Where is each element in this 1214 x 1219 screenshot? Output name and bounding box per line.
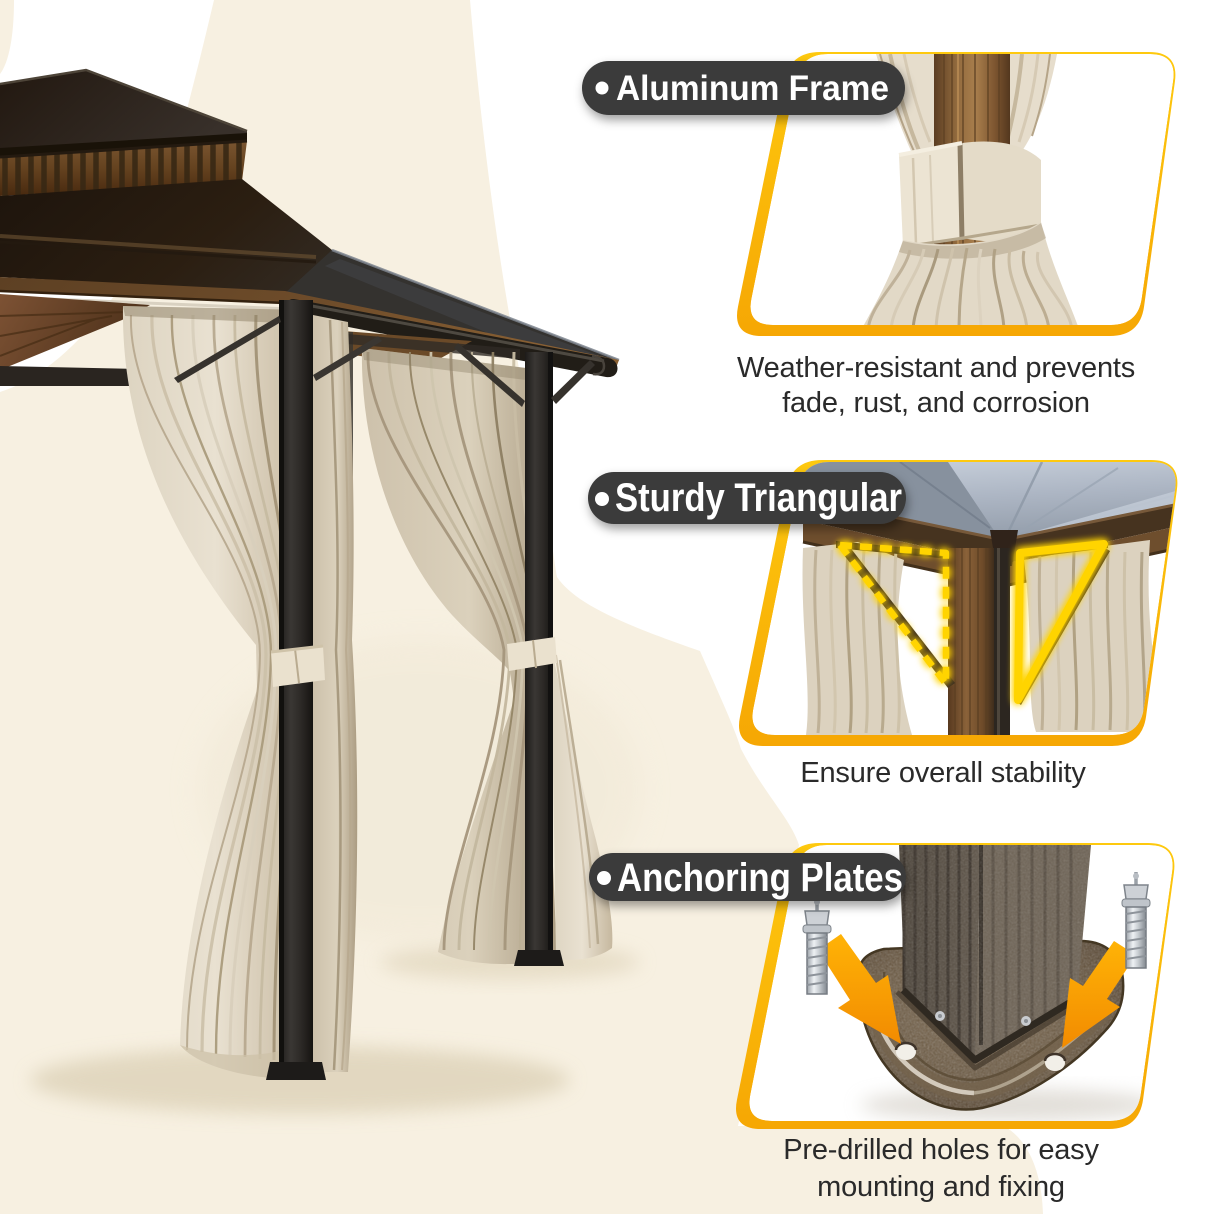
svg-text:Pre-drilled holes for easy: Pre-drilled holes for easy (783, 1134, 1099, 1166)
svg-text:Weather-resistant and prevents: Weather-resistant and prevents (737, 352, 1135, 384)
svg-text:Aluminum Frame: Aluminum Frame (616, 69, 889, 108)
svg-text:fade, rust, and corrosion: fade, rust, and corrosion (782, 387, 1090, 419)
svg-text:Anchoring Plates: Anchoring Plates (617, 856, 903, 900)
svg-text:Sturdy Triangular: Sturdy Triangular (615, 476, 902, 520)
svg-text:Ensure overall stability: Ensure overall stability (800, 757, 1086, 789)
svg-text:mounting and fixing: mounting and fixing (817, 1171, 1065, 1203)
